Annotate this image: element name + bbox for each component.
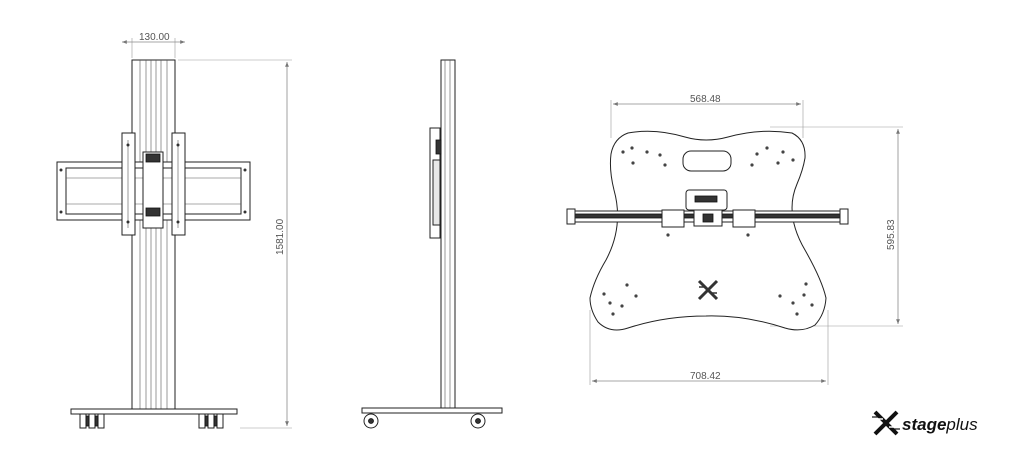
side-caster-left	[363, 413, 379, 429]
dimension-plate-top-width: 568.48	[610, 94, 804, 138]
dimension-height: 1581.00	[178, 59, 292, 429]
plate-rail	[566, 208, 849, 228]
front-view: 130.00 1581.00	[56, 32, 292, 429]
plate-handle-cutout	[682, 150, 732, 172]
plate-holes	[602, 146, 814, 316]
brand-name: stageplus	[902, 415, 978, 434]
dimension-plate-bottom-width-label: 708.42	[690, 371, 721, 382]
front-caster-left	[79, 413, 105, 429]
dimension-plate-top-width-label: 568.48	[690, 94, 721, 105]
front-columns	[131, 59, 176, 411]
plate-x-logo-icon	[697, 279, 719, 301]
side-caster-right	[470, 413, 486, 429]
dimension-top-width: 130.00	[122, 32, 185, 58]
dimension-plate-height-label: 595.83	[886, 219, 897, 250]
brand-logo: stageplus	[872, 410, 978, 436]
stageplus-x-icon	[872, 410, 900, 436]
dimension-plate-bottom-width: 708.42	[589, 310, 829, 385]
brand-name-bold: stage	[902, 415, 946, 434]
front-base	[70, 408, 238, 429]
front-caster-right	[198, 413, 224, 429]
dimension-top-width-label: 130.00	[139, 32, 170, 43]
front-brackets	[121, 132, 186, 236]
brand-name-light: plus	[945, 415, 978, 434]
mounting-plate	[589, 130, 827, 331]
dimension-height-label: 1581.00	[275, 218, 286, 255]
side-view	[361, 59, 503, 429]
plate-view: 568.48 595.83 708.42	[566, 94, 903, 385]
